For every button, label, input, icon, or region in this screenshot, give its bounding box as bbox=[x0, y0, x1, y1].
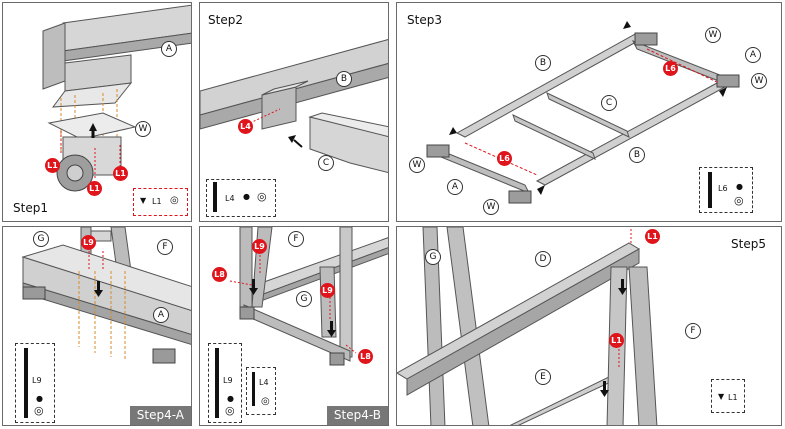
long-bolt-icon bbox=[215, 348, 219, 418]
callout-a: A bbox=[153, 307, 169, 323]
nut-icon: ● bbox=[736, 182, 743, 191]
callout-g: G bbox=[296, 291, 312, 307]
callout-b: B bbox=[629, 147, 645, 163]
hardware-tag-l8: L8 bbox=[212, 267, 227, 282]
callout-w: W bbox=[751, 73, 767, 89]
panel-step2: Step2 B C L4 L4 ● ◎ bbox=[199, 2, 389, 222]
callout-c: C bbox=[318, 155, 334, 171]
bolt-icon: ▼ bbox=[140, 196, 147, 205]
bolt-icon: ▼ bbox=[718, 392, 725, 401]
hardware-tag-l1: L1 bbox=[113, 166, 128, 181]
hardware-box: L4 ◎ bbox=[246, 367, 276, 415]
washer-icon: ◎ bbox=[225, 404, 235, 417]
hardware-label: L6 bbox=[718, 184, 728, 193]
callout-d: D bbox=[535, 251, 551, 267]
step-title: Step1 bbox=[13, 201, 48, 215]
hardware-box: L9 ● ◎ bbox=[15, 343, 55, 423]
nut-icon: ● bbox=[227, 394, 234, 403]
long-bolt-icon bbox=[24, 348, 28, 418]
callout-w: W bbox=[409, 157, 425, 173]
hardware-tag-l1: L1 bbox=[645, 229, 660, 244]
callout-w: W bbox=[135, 121, 151, 137]
callout-b: B bbox=[336, 71, 352, 87]
callout-e: E bbox=[535, 369, 551, 385]
step3-illustration bbox=[426, 21, 740, 204]
washer-icon: ◎ bbox=[734, 194, 744, 207]
hardware-tag-l1: L1 bbox=[87, 181, 102, 196]
callout-b: B bbox=[535, 55, 551, 71]
hardware-tag-l6: L6 bbox=[663, 61, 678, 76]
step-title: Step3 bbox=[407, 13, 442, 27]
hardware-box: L4 ● ◎ bbox=[206, 179, 276, 217]
callout-f: F bbox=[685, 323, 701, 339]
hardware-tag-l9: L9 bbox=[81, 235, 96, 250]
hardware-label: L9 bbox=[32, 376, 42, 385]
washer-icon: ◎ bbox=[34, 404, 44, 417]
callout-a: A bbox=[745, 47, 761, 63]
hardware-tag-l1: L1 bbox=[609, 333, 624, 348]
washer-icon: ◎ bbox=[257, 190, 267, 203]
callout-a: A bbox=[161, 41, 177, 57]
hardware-box: ▼ L1 bbox=[711, 379, 745, 413]
hardware-tag-l9: L9 bbox=[320, 283, 335, 298]
hardware-label: L4 bbox=[225, 194, 235, 203]
panel-step4a: G F A L9 L9 ● ◎ Step4-A bbox=[2, 226, 192, 426]
step5-illustration bbox=[397, 227, 658, 425]
step-title: Step4-A bbox=[129, 406, 191, 425]
step-title: Step5 bbox=[731, 237, 766, 251]
hardware-tag-l1: L1 bbox=[45, 158, 60, 173]
hardware-box: ▼ L1 ◎ bbox=[133, 188, 188, 216]
panel-step3: Step3 B C B W A W W A W L6 L6 L6 ● ◎ bbox=[396, 2, 782, 222]
hardware-tag-l4: L4 bbox=[238, 119, 253, 134]
long-bolt-icon bbox=[213, 182, 217, 212]
panel-step1: A W L1 L1 L1 Step1 ▼ L1 ◎ bbox=[2, 2, 192, 222]
washer-icon: ◎ bbox=[170, 195, 179, 206]
step4a-illustration bbox=[21, 227, 191, 364]
hardware-tag-l8: L8 bbox=[358, 349, 373, 364]
callout-w: W bbox=[483, 199, 499, 215]
callout-f: F bbox=[157, 239, 173, 255]
step-title: Step2 bbox=[208, 13, 243, 27]
nut-icon: ● bbox=[243, 192, 250, 201]
hardware-label: L1 bbox=[152, 197, 162, 206]
hardware-label: L4 bbox=[259, 378, 269, 387]
panel-step4b: F G L9 L9 L8 L8 L9 ● ◎ L4 ◎ Step4-B bbox=[199, 226, 389, 426]
callout-g: G bbox=[425, 249, 441, 265]
hardware-label: L9 bbox=[223, 376, 233, 385]
callout-f: F bbox=[288, 231, 304, 247]
callout-a: A bbox=[447, 179, 463, 195]
step1-illustration bbox=[42, 4, 191, 192]
callout-c: C bbox=[601, 95, 617, 111]
hardware-box: L9 ● ◎ bbox=[208, 343, 242, 423]
bolt-icon bbox=[252, 372, 255, 406]
hardware-box: L6 ● ◎ bbox=[699, 167, 753, 213]
callout-w: W bbox=[705, 27, 721, 43]
nut-icon: ● bbox=[36, 394, 43, 403]
washer-icon: ◎ bbox=[261, 396, 270, 407]
step-title: Step4-B bbox=[326, 406, 388, 425]
hardware-label: L1 bbox=[728, 393, 738, 402]
hardware-tag-l9: L9 bbox=[252, 239, 267, 254]
callout-g: G bbox=[33, 231, 49, 247]
hardware-tag-l6: L6 bbox=[497, 151, 512, 166]
panel-step5: Step5 G D F E L1 L1 ▼ L1 bbox=[396, 226, 782, 426]
long-bolt-icon bbox=[708, 172, 712, 208]
